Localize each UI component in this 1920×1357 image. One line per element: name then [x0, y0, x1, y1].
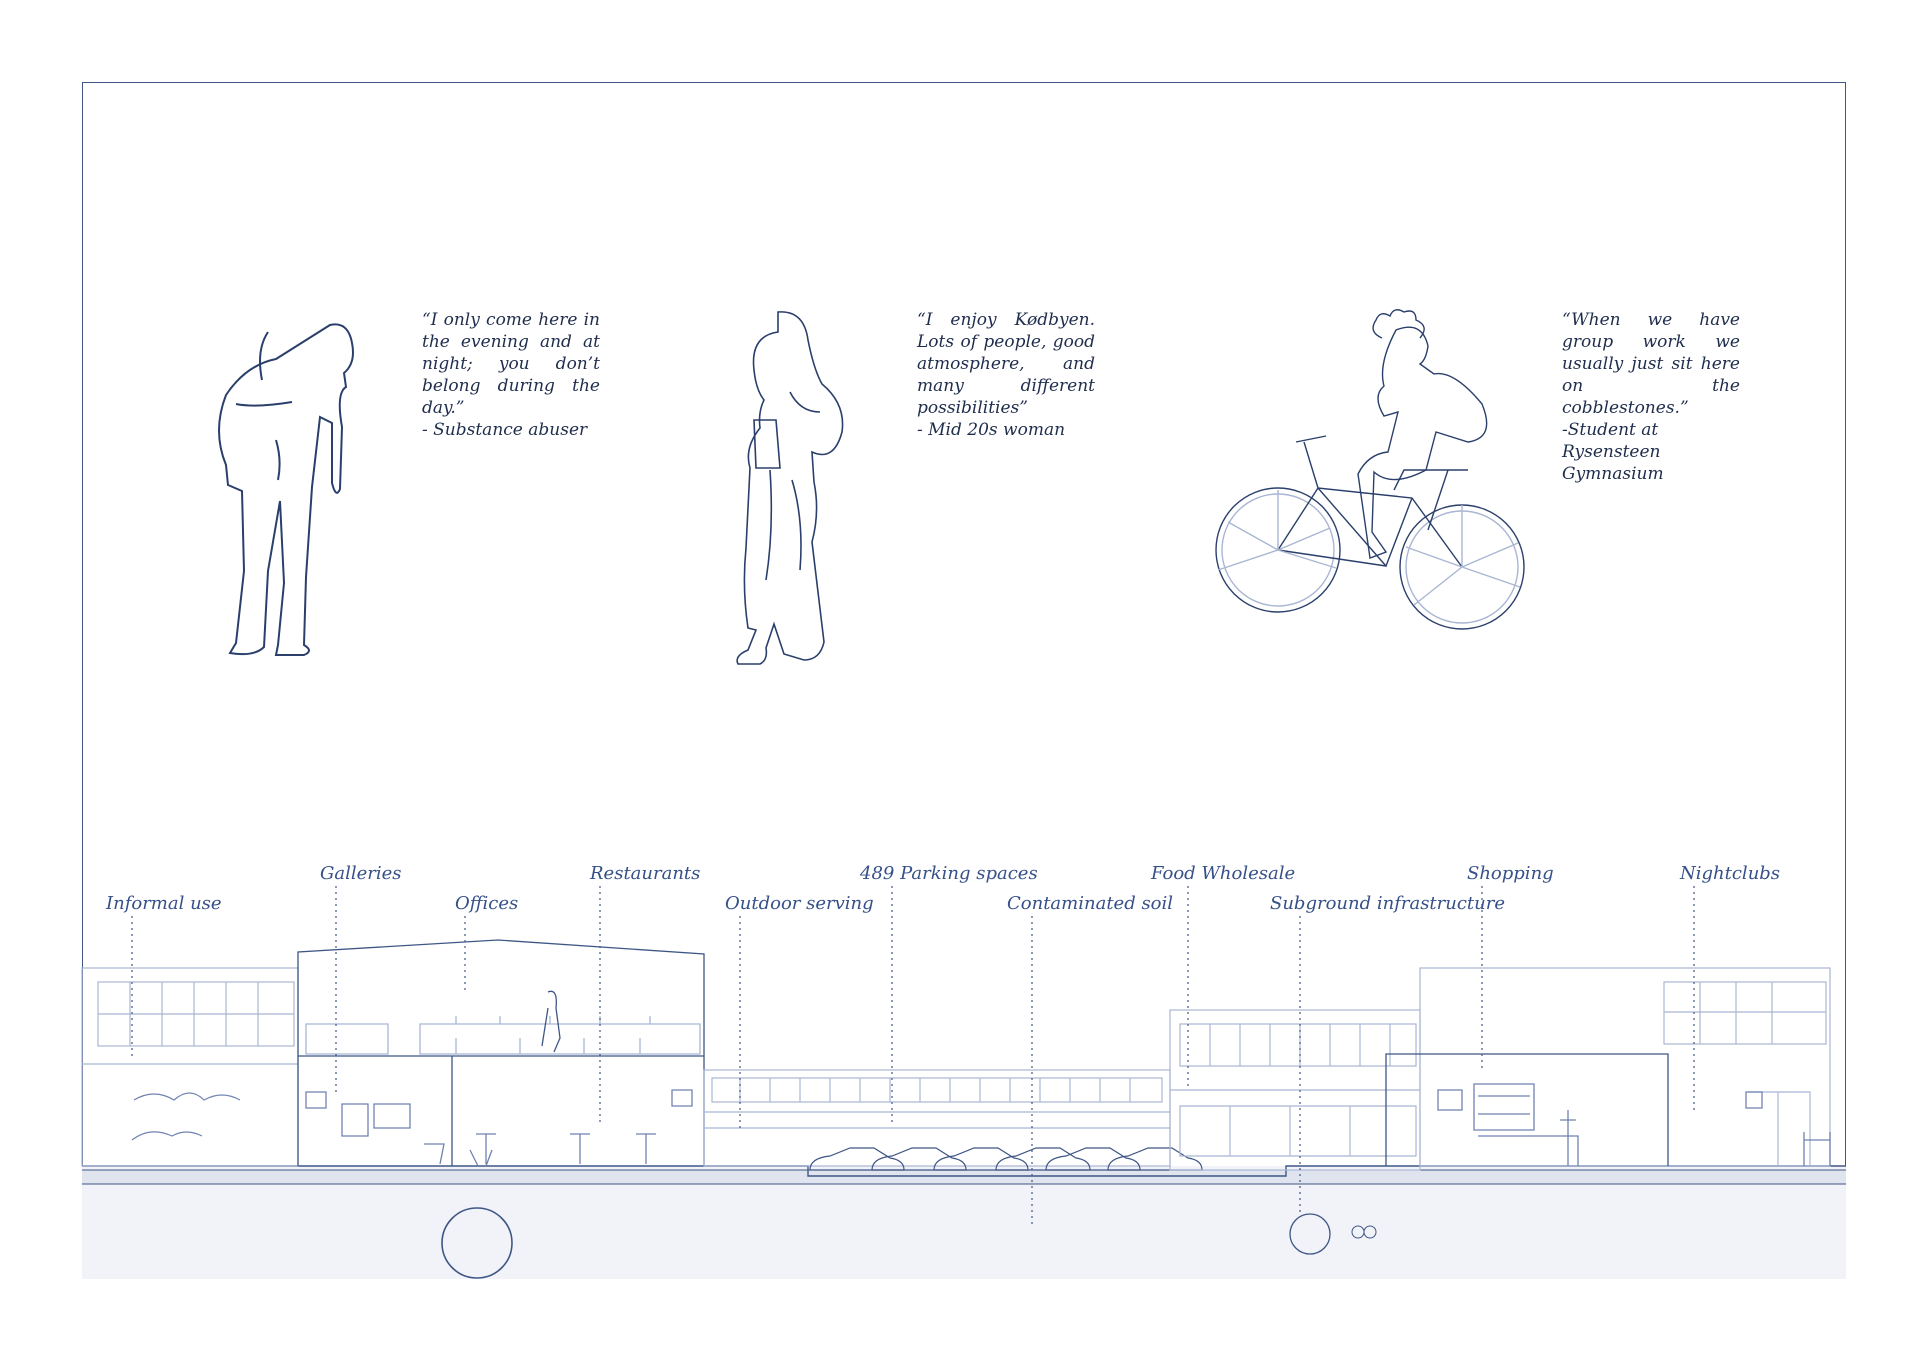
building-shopping-nightclub	[1419, 967, 1831, 1167]
building-parking	[703, 1069, 1171, 1167]
label-subground-infrastructure: Subground infrastructure	[1270, 893, 1506, 914]
label-contaminated-soil: Contaminated soil	[1007, 893, 1174, 914]
quote-text: “I only come here in the evening and at …	[422, 310, 600, 418]
woman-figure	[736, 311, 844, 665]
quote-student: “When we have group work we usually just…	[1562, 309, 1740, 485]
cyclist-figure	[1215, 309, 1525, 630]
pipe-small-3	[1363, 1225, 1377, 1239]
building-food-wholesale	[1169, 1009, 1421, 1171]
building-informal	[81, 967, 299, 1167]
quote-attribution: -Student at Rysensteen Gymnasium	[1562, 420, 1664, 484]
quote-substance-abuser: “I only come here in the evening and at …	[422, 309, 600, 441]
standing-man-figure	[218, 323, 354, 656]
soil-area	[82, 1166, 1846, 1279]
quote-attribution: - Mid 20s woman	[917, 420, 1066, 440]
sewer-pipe	[441, 1207, 513, 1279]
label-informal-use: Informal use	[106, 893, 222, 914]
street-surface	[82, 1165, 1846, 1177]
shop-unit	[1385, 1053, 1831, 1166]
building-galleries-offices	[297, 939, 705, 1167]
parked-cars	[809, 1147, 1203, 1171]
quote-mid-20s-woman: “I enjoy Kødbyen. Lots of people, good a…	[917, 309, 1095, 441]
label-galleries: Galleries	[320, 863, 402, 884]
label-nightclubs: Nightclubs	[1680, 863, 1781, 884]
label-restaurants: Restaurants	[590, 863, 701, 884]
quote-text: “I enjoy Kødbyen. Lots of people, good a…	[917, 310, 1095, 418]
leader-lines	[131, 886, 1695, 1226]
pipe-small	[1289, 1213, 1331, 1255]
quote-text: “When we have group work we usually just…	[1562, 310, 1740, 418]
label-parking-spaces: 489 Parking spaces	[860, 863, 1038, 884]
quote-attribution: - Substance abuser	[422, 420, 588, 440]
label-food-wholesale: Food Wholesale	[1151, 863, 1296, 884]
label-shopping: Shopping	[1467, 863, 1554, 884]
label-outdoor-serving: Outdoor serving	[725, 893, 874, 914]
hatched-ground	[82, 1170, 1846, 1184]
label-offices: Offices	[455, 893, 519, 914]
